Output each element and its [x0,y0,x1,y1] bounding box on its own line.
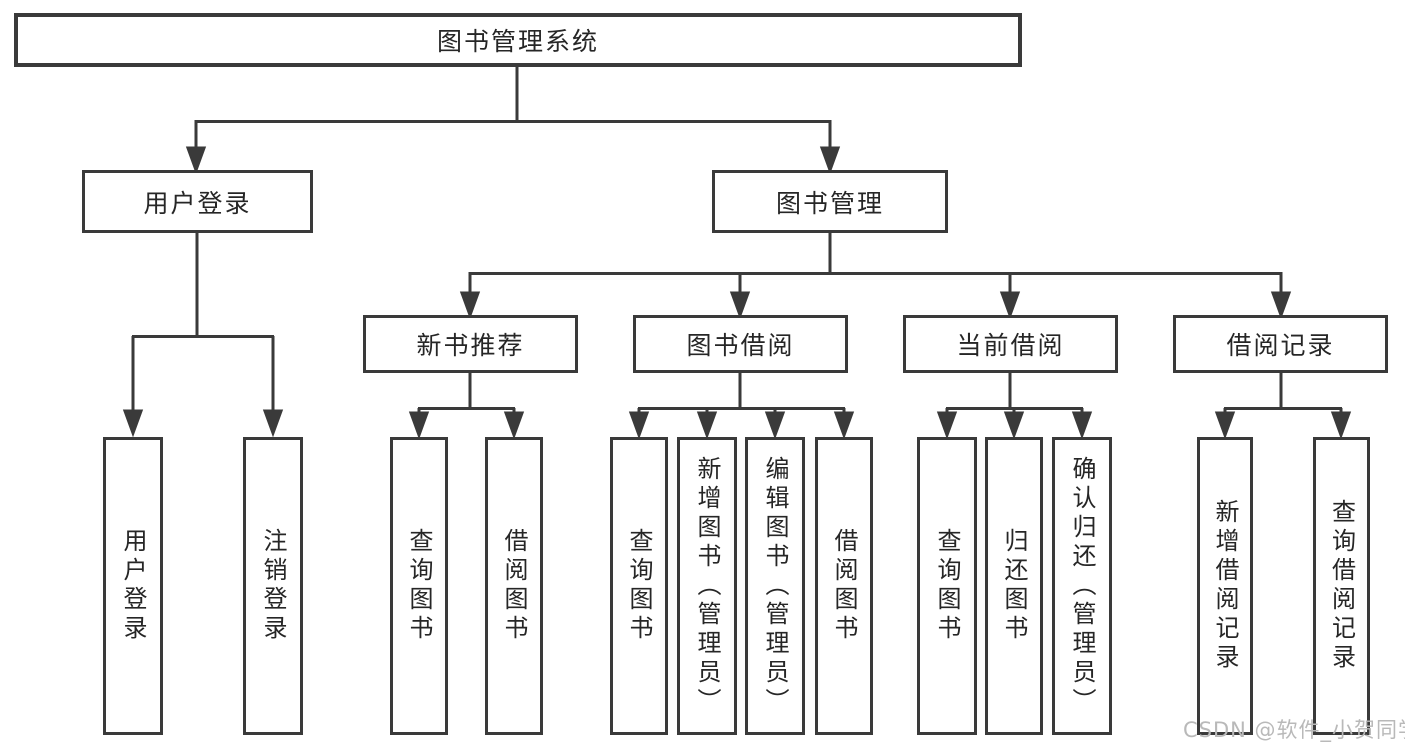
leaf-borrow-books-recommend-label: 借阅图书 [500,528,528,644]
leaf-add-borrow-record: 新增借阅记录 [1197,437,1253,735]
node-book-borrowing-label: 图书借阅 [686,331,795,360]
node-current-borrowing-label: 当前借阅 [956,331,1065,360]
leaf-query-books-current-label: 查询图书 [933,528,961,644]
node-book-borrowing: 图书借阅 [633,315,848,373]
connector-arrowheads [122,120,1352,440]
leaf-query-books-recommend: 查询图书 [390,437,448,735]
leaf-query-books-borrow-label: 查询图书 [625,528,653,644]
leaf-add-books-admin-label: 新增图书（管理员） [693,455,721,717]
node-book-management: 图书管理 [712,170,948,233]
leaf-query-books-recommend-label: 查询图书 [405,528,433,644]
node-book-management-label: 图书管理 [775,188,884,218]
leaf-borrow-books-recommend: 借阅图书 [485,437,543,735]
leaf-logout-label: 注销登录 [259,528,287,644]
leaf-return-books: 归还图书 [985,437,1043,735]
leaf-user-login-label: 用户登录 [119,528,147,644]
node-borrowing-records-label: 借阅记录 [1226,331,1335,360]
leaf-query-borrow-record: 查询借阅记录 [1313,437,1370,735]
node-library-system: 图书管理系统 [14,13,1022,67]
leaf-borrow-books: 借阅图书 [815,437,873,735]
leaf-edit-books-admin-label: 编辑图书（管理员） [761,455,789,717]
node-borrowing-records: 借阅记录 [1173,315,1388,373]
leaf-edit-books-admin: 编辑图书（管理员） [745,437,805,735]
leaf-add-books-admin: 新增图书（管理员） [677,437,737,735]
leaf-borrow-books-label: 借阅图书 [830,528,858,644]
node-new-book-recommendation: 新书推荐 [363,315,578,373]
leaf-query-borrow-record-label: 查询借阅记录 [1327,499,1356,673]
leaf-logout: 注销登录 [243,437,303,735]
leaf-query-books-borrow: 查询图书 [610,437,668,735]
leaf-user-login: 用户登录 [103,437,163,735]
node-current-borrowing: 当前借阅 [903,315,1118,373]
leaf-add-borrow-record-label: 新增借阅记录 [1211,499,1239,673]
csdn-watermark: CSDN @软件_小贺同学 [1183,718,1405,742]
leaf-return-books-label: 归还图书 [1000,528,1028,644]
leaf-query-books-current: 查询图书 [917,437,977,735]
node-user-login: 用户登录 [82,170,313,233]
node-user-login-label: 用户登录 [143,188,252,218]
connector-stems-and-rails [132,67,1342,410]
leaf-confirm-return-admin: 确认归还（管理员） [1052,437,1112,735]
leaf-confirm-return-admin-label: 确认归还（管理员） [1068,455,1096,717]
node-library-system-label: 图书管理系统 [436,27,599,56]
node-new-book-recommendation-label: 新书推荐 [416,331,525,360]
